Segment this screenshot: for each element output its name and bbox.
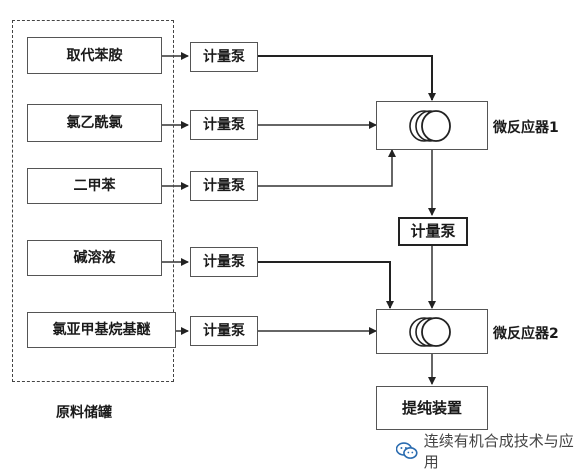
metering-pump-5-label: 计量泵 xyxy=(203,323,245,339)
storage-frame xyxy=(12,20,174,382)
arrow-pump4-reactor2 xyxy=(258,261,394,309)
raw-material-3-label: 二甲苯 xyxy=(73,178,116,194)
raw-material-1-label: 取代苯胺 xyxy=(66,47,123,64)
reactor-1-label: 微反应器1 xyxy=(493,120,559,136)
raw-material-1: 取代苯胺 xyxy=(27,37,162,74)
purification-device-label: 提纯装置 xyxy=(401,398,462,417)
raw-material-5: 氯亚甲基烷基醚 xyxy=(27,312,176,348)
reactor-coil-icon-2 xyxy=(409,316,451,347)
metering-pump-2: 计量泵 xyxy=(190,110,258,140)
metering-pump-4: 计量泵 xyxy=(190,247,258,277)
metering-pump-1: 计量泵 xyxy=(190,42,258,72)
raw-material-3: 二甲苯 xyxy=(27,168,162,204)
micro-reactor-2 xyxy=(376,309,488,354)
metering-pump-3-label: 计量泵 xyxy=(203,178,245,194)
micro-reactor-1 xyxy=(376,101,488,150)
storage-label: 原料储罐 xyxy=(56,405,112,421)
metering-pump-4-label: 计量泵 xyxy=(203,254,245,270)
reactor-2-label: 微反应器2 xyxy=(493,326,559,342)
raw-material-4-label: 碱溶液 xyxy=(73,250,116,266)
raw-material-4: 碱溶液 xyxy=(27,240,162,276)
metering-pump-2-label: 计量泵 xyxy=(203,117,245,133)
metering-pump-3: 计量泵 xyxy=(190,171,258,201)
metering-pump-middle: 计量泵 xyxy=(398,217,468,246)
raw-material-2: 氯乙酰氯 xyxy=(27,104,162,142)
metering-pump-middle-label: 计量泵 xyxy=(410,222,456,240)
arrow-pump3-reactor1 xyxy=(258,149,396,187)
watermark: 连续有机合成技术与应用 xyxy=(396,432,587,471)
arrow-pump1-reactor1 xyxy=(258,55,436,101)
metering-pump-1-label: 计量泵 xyxy=(203,49,245,65)
raw-material-5-label: 氯亚甲基烷基醚 xyxy=(52,322,151,338)
watermark-text: 连续有机合成技术与应用 xyxy=(423,432,574,471)
metering-pump-5: 计量泵 xyxy=(190,316,258,346)
reactor-coil-icon xyxy=(409,109,451,142)
purification-device: 提纯装置 xyxy=(376,386,488,430)
wechat-icon xyxy=(396,442,418,459)
raw-material-2-label: 氯乙酰氯 xyxy=(66,115,123,131)
